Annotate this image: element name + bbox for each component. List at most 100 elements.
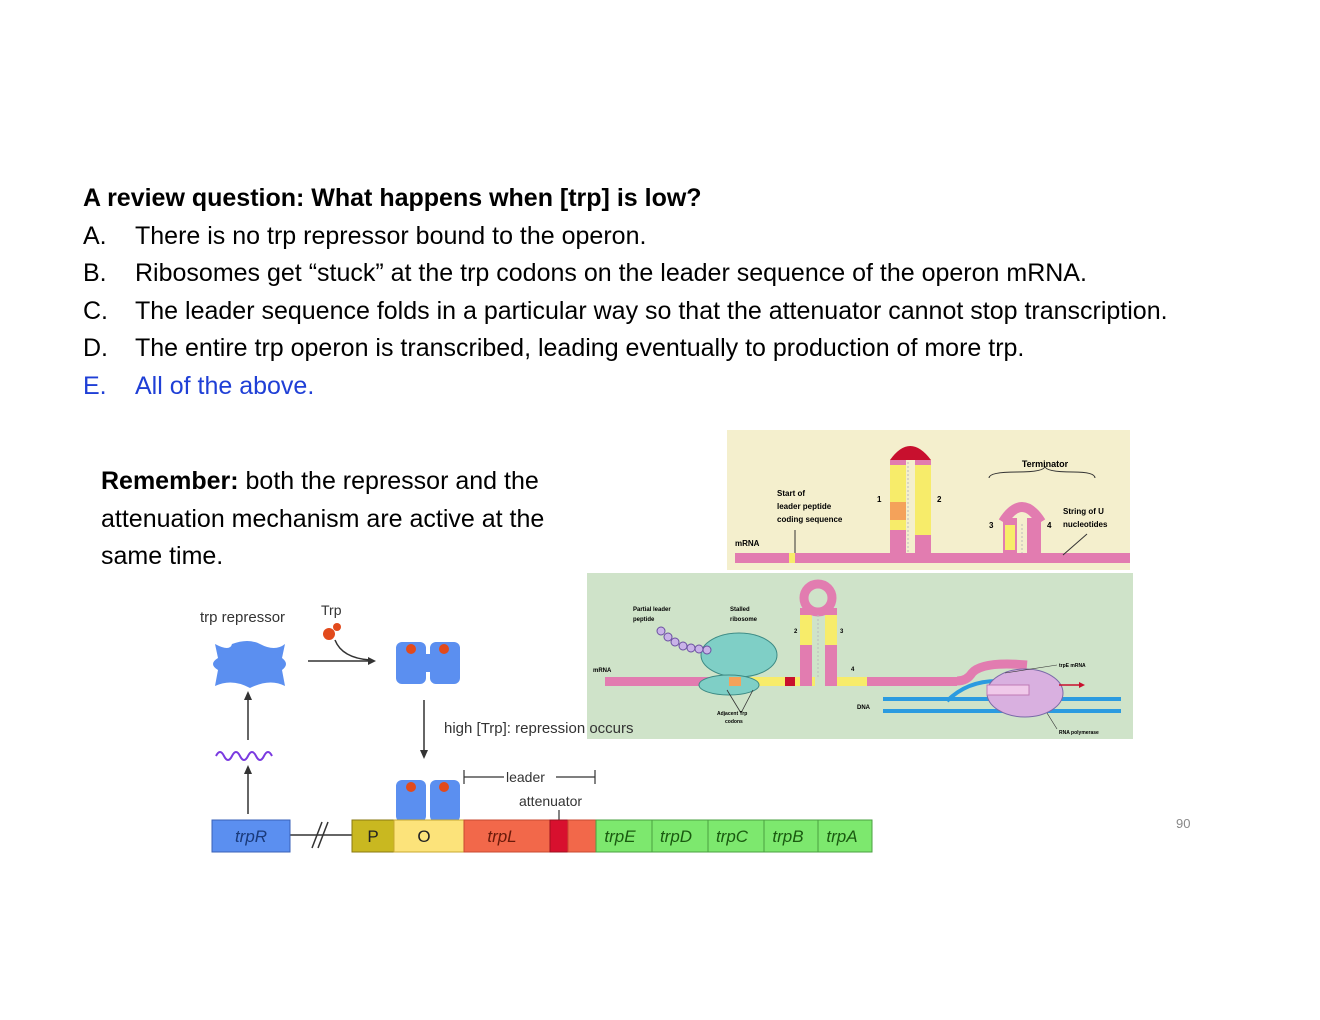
gene-label: O (417, 827, 430, 846)
partial-peptide-label-2: peptide (633, 617, 655, 623)
mrna-strand (735, 553, 890, 563)
page-number: 90 (1176, 816, 1191, 831)
option-text: All of the above. (135, 371, 315, 400)
active-repressor-core (412, 654, 442, 672)
adjacent-trp-label-2: codons (725, 719, 743, 725)
region-1-label: 1 (877, 495, 882, 504)
remember-text: both the repressor and the attenuation m… (101, 467, 545, 570)
region-1 (890, 465, 906, 530)
region-4-label: 4 (1047, 521, 1052, 530)
option-text: The entire trp operon is transcribed, le… (135, 334, 1025, 362)
option-a: A. There is no trp repressor bound to th… (83, 218, 1283, 256)
option-text: Ribosomes get “stuck” at the trp codons … (135, 259, 1087, 287)
region-2-label: 2 (937, 495, 942, 504)
stalled-ribosome-label-2: ribosome (730, 617, 758, 623)
region-3-label: 3 (989, 521, 994, 530)
pointer-line (740, 689, 754, 714)
stalled-ribosome-figure: Partial leader peptide Stalled ribosome … (587, 573, 1133, 739)
pointer-line (726, 689, 742, 714)
peptide-bead (670, 637, 680, 647)
string-u-label-1: String of U (1063, 507, 1104, 516)
figure-panel (857, 573, 1133, 665)
region-3 (1005, 525, 1015, 550)
region-2-label: 2 (794, 629, 798, 635)
start-codon-mark (789, 553, 795, 563)
peptide-bead (663, 632, 673, 642)
transcription-bubble (986, 684, 1030, 696)
region-1 (737, 677, 787, 686)
adjacent-trp-label-1: Adjacent Trp (717, 711, 747, 717)
region-4 (837, 677, 867, 686)
bound-trp (439, 644, 449, 654)
operator-box (393, 819, 465, 853)
string-u-label-2: nucleotides (1063, 520, 1108, 529)
attenuator-box (549, 819, 569, 853)
gene-label: trpL (487, 827, 516, 846)
stop-codon (785, 677, 795, 686)
terminator-loop (998, 502, 1046, 525)
trp-label: Trp (321, 602, 342, 618)
arrowhead (244, 765, 252, 774)
bound-trp (406, 782, 416, 792)
hairpin-loop (799, 579, 837, 617)
trp-codons (890, 502, 906, 520)
gene-label: trpD (660, 827, 692, 846)
mrna-strand (847, 553, 887, 563)
gene-label: trpB (772, 827, 803, 846)
option-d: D. The entire trp operon is transcribed,… (83, 330, 1283, 368)
start-label-3: coding sequence (777, 515, 843, 524)
gene-label: trpC (716, 827, 749, 846)
option-text: There is no trp repressor bound to the o… (135, 221, 647, 250)
region-3-label: 3 (840, 629, 844, 635)
gene-label: trpA (826, 827, 857, 846)
pointer-line (1004, 664, 1058, 674)
attenuator-label: attenuator (519, 793, 582, 809)
trp-operon-figure: trp repressor Trp high [Trp]: repression… (200, 602, 873, 853)
arrowhead (244, 691, 252, 700)
rna-polymerase-label: RNA polymerase (1059, 730, 1099, 736)
gene-trpL (463, 819, 551, 853)
arrowhead (1079, 682, 1085, 688)
region-4-label: 4 (851, 667, 855, 673)
mrna-strand (605, 677, 795, 686)
option-letter: B. (83, 259, 107, 287)
region-3 (825, 615, 837, 645)
review-question: A review question: What happens when [tr… (83, 180, 1283, 405)
question-title: A review question: What happens when [tr… (83, 184, 702, 212)
option-c: C. The leader sequence folds in a partic… (83, 293, 1283, 331)
hairpin-loop (890, 446, 931, 460)
mrna-strand (956, 659, 1028, 686)
gene-trpC (707, 819, 765, 853)
inactive-repressor (213, 641, 286, 688)
pointer-line (1046, 712, 1058, 730)
gene-label: trpR (235, 827, 267, 846)
bound-trp (439, 782, 449, 792)
dna-label: DNA (857, 705, 871, 711)
option-letter: C. (83, 296, 108, 325)
dna-break (317, 821, 329, 849)
gene-trpR (211, 819, 291, 853)
active-repressor-left (396, 642, 426, 684)
active-repressor-right (430, 642, 460, 684)
option-letter: D. (83, 334, 108, 362)
leader-label: leader (506, 769, 545, 785)
option-letter: A. (83, 221, 107, 250)
binding-arrow (334, 639, 371, 661)
region-2 (915, 465, 931, 535)
high-trp-label: high [Trp]: repression occurs (444, 720, 634, 737)
partial-peptide-label-1: Partial leader (633, 607, 671, 613)
stalled-ribosome-label-1: Stalled (730, 607, 750, 613)
adjacent-trp-codons (729, 677, 741, 686)
terminator-bracket (988, 465, 1096, 479)
peptide-bead (702, 645, 712, 655)
leader-terminator-figure: Terminator Start of leader peptide codin… (727, 430, 1130, 570)
bound-repressor-left (396, 780, 426, 822)
pointer-line (1062, 533, 1088, 556)
promoter-box (351, 819, 395, 853)
dna-break (311, 821, 323, 849)
bound-trp (406, 644, 416, 654)
trp-mrna-label: trpE mRNA (1059, 663, 1086, 669)
option-text: The leader sequence folds in a particula… (135, 296, 1168, 325)
mrna-label: mRNA (735, 539, 760, 548)
mrna-strand (837, 677, 957, 686)
